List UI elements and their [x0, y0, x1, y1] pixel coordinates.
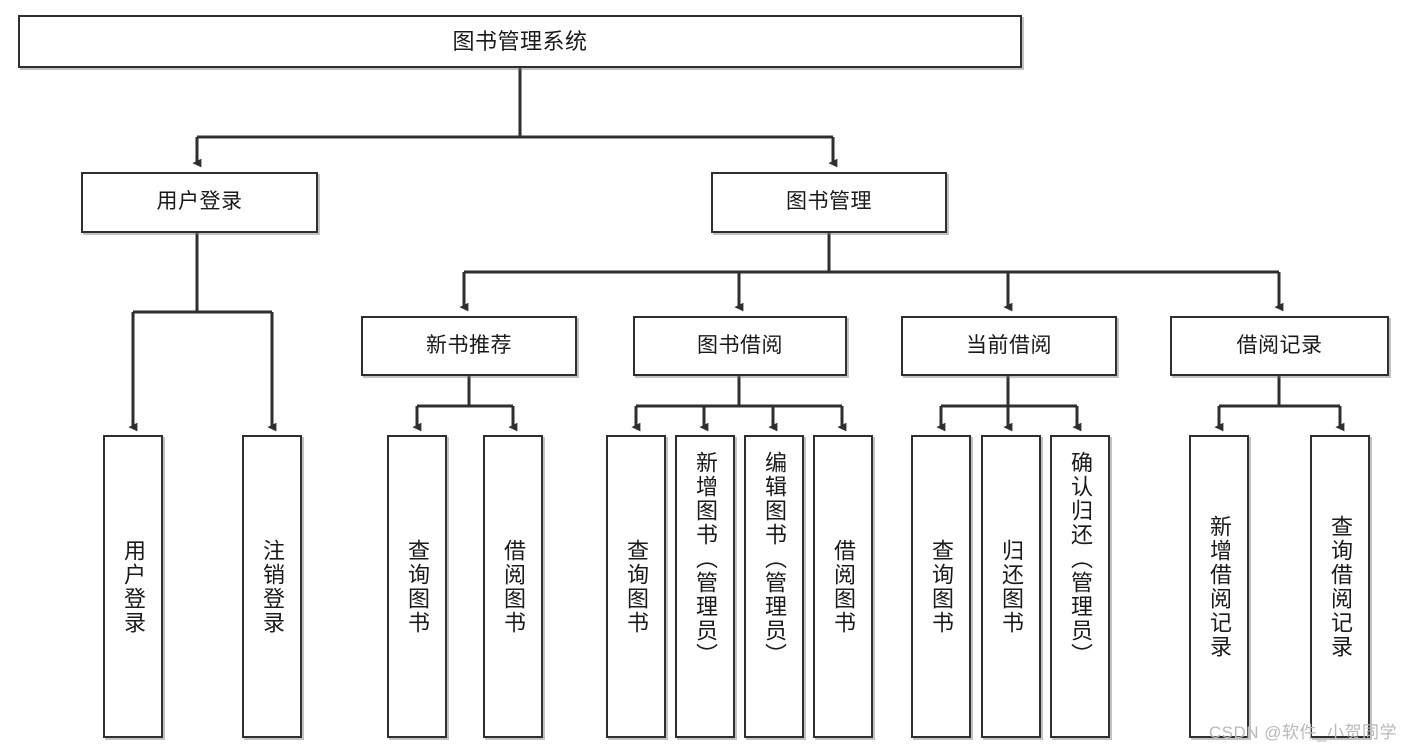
- leaf-query-book-recommend[interactable]: 查询图书: [387, 435, 447, 738]
- node-book-management[interactable]: 图书管理: [711, 172, 947, 233]
- node-label: 图书借阅: [697, 333, 783, 357]
- leaf-user-login[interactable]: 用户登录: [103, 435, 163, 738]
- node-label: 查询借阅记录: [1327, 514, 1353, 659]
- node-user-login[interactable]: 用户登录: [81, 172, 318, 233]
- node-borrow-records[interactable]: 借阅记录: [1170, 316, 1389, 376]
- csdn-watermark: CSDN @软件_小贺同学: [1208, 723, 1397, 742]
- node-book-borrowing[interactable]: 图书借阅: [633, 316, 847, 376]
- leaf-return-book[interactable]: 归还图书: [981, 435, 1041, 738]
- node-root-system[interactable]: 图书管理系统: [18, 15, 1022, 68]
- node-label: 当前借阅: [966, 333, 1052, 357]
- node-label: 借阅图书: [500, 538, 526, 635]
- leaf-query-book-borrow[interactable]: 查询图书: [606, 435, 666, 738]
- leaf-edit-book-admin[interactable]: 编辑图书（管理员）: [744, 435, 804, 738]
- node-label: 用户登录: [120, 538, 146, 635]
- leaf-borrow-book[interactable]: 借阅图书: [813, 435, 873, 738]
- leaf-borrow-book-recommend[interactable]: 借阅图书: [483, 435, 543, 738]
- node-label: 新增图书（管理员）: [692, 451, 718, 667]
- node-label: 查询图书: [928, 538, 954, 635]
- node-current-borrowing[interactable]: 当前借阅: [901, 316, 1117, 376]
- node-label: 确认归还（管理员）: [1067, 451, 1093, 667]
- node-label: 查询图书: [404, 538, 430, 635]
- node-label: 注销登录: [259, 538, 285, 635]
- node-label: 编辑图书（管理员）: [761, 451, 787, 667]
- node-label: 图书管理: [786, 190, 872, 214]
- leaf-add-book-admin[interactable]: 新增图书（管理员）: [675, 435, 735, 738]
- node-new-book-recommendation[interactable]: 新书推荐: [361, 316, 577, 376]
- node-label: 图书管理系统: [452, 28, 588, 54]
- node-label: 新书推荐: [426, 333, 512, 357]
- node-label: 借阅记录: [1236, 333, 1323, 357]
- leaf-add-borrow-record[interactable]: 新增借阅记录: [1189, 435, 1249, 738]
- leaf-logout[interactable]: 注销登录: [242, 435, 302, 738]
- node-label: 新增借阅记录: [1206, 514, 1232, 659]
- node-label: 借阅图书: [830, 538, 856, 635]
- leaf-confirm-return-admin[interactable]: 确认归还（管理员）: [1050, 435, 1110, 738]
- node-label: 用户登录: [156, 190, 243, 214]
- node-label: 归还图书: [998, 538, 1024, 635]
- leaf-query-borrow-record[interactable]: 查询借阅记录: [1310, 435, 1370, 738]
- node-label: 查询图书: [623, 538, 649, 635]
- leaf-query-book-current[interactable]: 查询图书: [911, 435, 971, 738]
